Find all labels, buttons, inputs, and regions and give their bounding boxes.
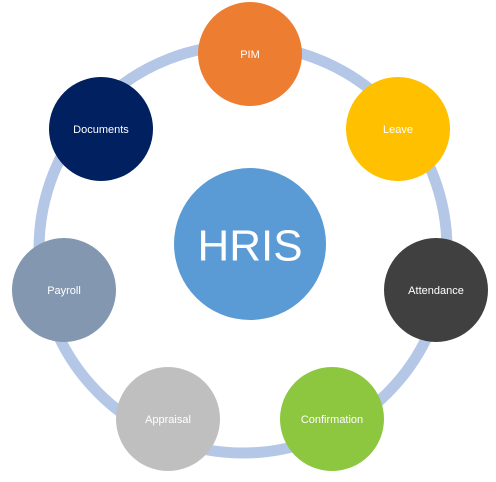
center-hub-circle bbox=[174, 168, 326, 320]
node-pim-label: PIM bbox=[240, 49, 260, 61]
node-leave-circle bbox=[346, 77, 450, 181]
node-payroll-label: Payroll bbox=[47, 285, 81, 297]
node-leave-label: Leave bbox=[383, 124, 413, 136]
node-confirmation-label: Confirmation bbox=[301, 414, 363, 426]
node-payroll-circle bbox=[12, 238, 116, 342]
node-leave: Leave bbox=[346, 77, 450, 181]
node-appraisal-label: Appraisal bbox=[145, 414, 191, 426]
node-appraisal: Appraisal bbox=[116, 367, 220, 471]
node-documents: Documents bbox=[49, 77, 153, 181]
node-confirmation: Confirmation bbox=[280, 367, 384, 471]
node-attendance-label: Attendance bbox=[408, 285, 464, 297]
node-documents-label: Documents bbox=[73, 124, 129, 136]
node-pim-circle bbox=[198, 2, 302, 106]
node-payroll: Payroll bbox=[12, 238, 116, 342]
center-hub-label: HRIS bbox=[197, 222, 302, 271]
node-appraisal-circle bbox=[116, 367, 220, 471]
node-documents-circle bbox=[49, 77, 153, 181]
node-pim: PIM bbox=[198, 2, 302, 106]
node-attendance: Attendance bbox=[384, 238, 488, 342]
node-attendance-circle bbox=[384, 238, 488, 342]
node-confirmation-circle bbox=[280, 367, 384, 471]
